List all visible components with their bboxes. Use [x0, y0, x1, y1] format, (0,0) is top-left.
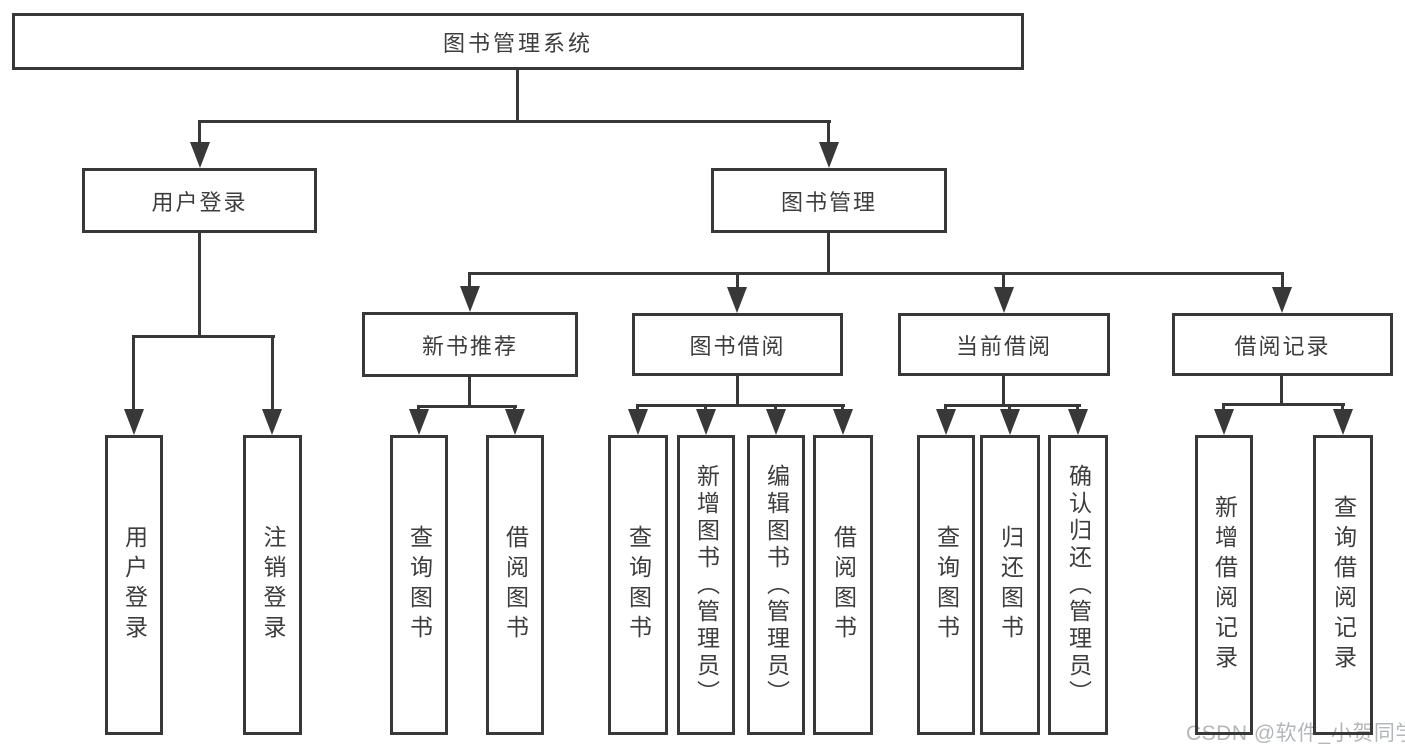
arrowhead-down-icon [766, 409, 786, 435]
connector-line [944, 404, 1081, 407]
arrowhead-down-icon [628, 409, 648, 435]
watermark: CSDN @软件_小贺同学 [1186, 722, 1405, 745]
connector-line [827, 120, 830, 146]
arrowhead-down-icon [505, 409, 525, 435]
arrowhead-down-icon [1272, 287, 1292, 313]
arrowhead-down-icon [727, 287, 747, 313]
leaf-cb-confirm-return: 确认归还（管理员） [1048, 435, 1108, 735]
arrowhead-down-icon [1214, 409, 1234, 435]
node-borrow-records: 借阅记录 [1172, 313, 1393, 376]
leaf-bb-query-books: 查询图书 [608, 435, 668, 735]
connector-line [736, 376, 739, 407]
arrowhead-down-icon [994, 287, 1014, 313]
connector-line [1222, 403, 1345, 406]
leaf-bb-add-books: 新增图书（管理员） [677, 435, 735, 735]
arrowhead-down-icon [819, 142, 839, 168]
connector-line [1281, 272, 1284, 289]
arrowhead-down-icon [1000, 409, 1020, 435]
connector-line [133, 335, 275, 338]
arrowhead-down-icon [262, 409, 282, 435]
leaf-nbr-query-books: 查询图书 [390, 435, 448, 735]
leaf-nbr-borrow-books: 借阅图书 [486, 435, 544, 735]
leaf-user-login: 用户登录 [105, 435, 163, 735]
connector-line [1002, 376, 1005, 407]
leaf-logout: 注销登录 [243, 435, 302, 735]
node-book-borrow: 图书借阅 [632, 313, 843, 376]
leaf-bb-edit-books: 编辑图书（管理员） [747, 435, 805, 735]
leaf-cb-return-books: 归还图书 [980, 435, 1040, 735]
node-book-management: 图书管理 [711, 168, 947, 233]
leaf-cb-query-books: 查询图书 [917, 435, 975, 735]
node-new-book-recommend: 新书推荐 [362, 312, 578, 377]
leaf-br-add-record: 新增借阅记录 [1195, 435, 1253, 735]
node-current-borrow: 当前借阅 [898, 313, 1110, 376]
connector-line [198, 120, 201, 146]
leaf-br-query-record: 查询借阅记录 [1313, 435, 1373, 735]
node-user-login: 用户登录 [82, 168, 317, 233]
leaf-bb-borrow-books: 借阅图书 [813, 435, 873, 735]
connector-line [198, 120, 831, 123]
arrowhead-down-icon [190, 142, 210, 168]
connector-line [1222, 403, 1225, 414]
connector-line [516, 70, 519, 123]
arrowhead-down-icon [696, 409, 716, 435]
connector-line [271, 335, 274, 415]
connector-line [468, 272, 471, 289]
connector-line [1002, 272, 1005, 289]
arrowhead-down-icon [1333, 409, 1353, 435]
arrowhead-down-icon [409, 409, 429, 435]
arrowhead-down-icon [124, 409, 144, 435]
connector-line [1280, 376, 1283, 406]
connector-line [736, 272, 739, 289]
connector-line [132, 335, 135, 415]
arrowhead-down-icon [833, 409, 853, 435]
connector-line [417, 405, 517, 408]
arrowhead-down-icon [1068, 409, 1088, 435]
connector-line [198, 233, 201, 337]
connector-line [468, 272, 1284, 275]
arrowhead-down-icon [936, 409, 956, 435]
connector-line [1341, 403, 1344, 414]
node-root: 图书管理系统 [12, 13, 1024, 70]
connector-line [827, 233, 830, 275]
arrowhead-down-icon [460, 286, 480, 312]
connector-line [468, 377, 471, 408]
connector-line [636, 404, 845, 407]
